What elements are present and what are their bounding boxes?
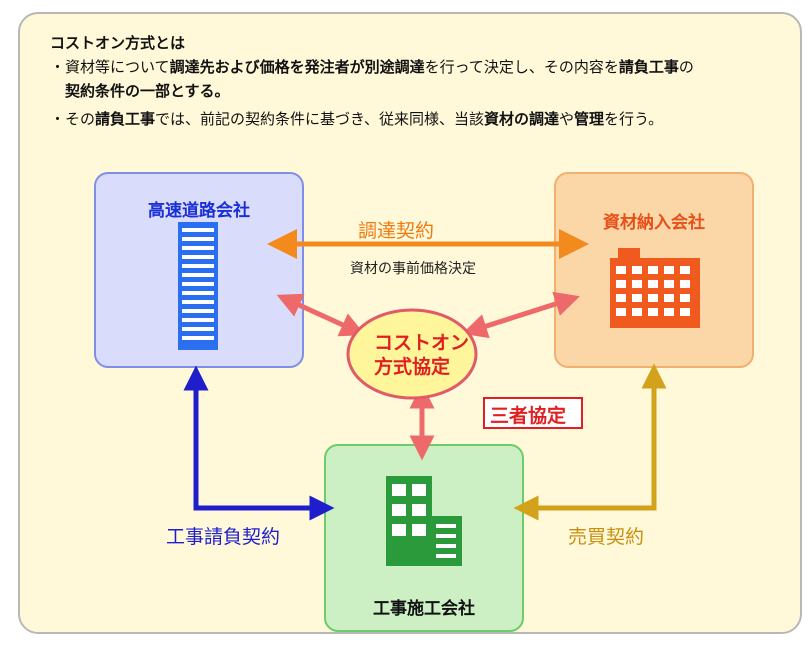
cost-on-agreement-ellipse <box>346 308 478 400</box>
sales-contract-arrow <box>513 363 667 521</box>
sales-contract-label: 売買契約 <box>568 526 645 548</box>
highway-company-label: 高速道路会社 <box>148 201 250 221</box>
construction-contract-arrow <box>183 365 335 521</box>
procurement-contract-label: 調達契約 <box>358 220 435 242</box>
construction-contract-label: 工事請負契約 <box>166 526 281 548</box>
agreement-label-line2: 方式協定 <box>374 356 451 378</box>
factory-icon <box>610 248 700 328</box>
price-decision-label: 資材の事前価格決定 <box>350 261 476 277</box>
tripartite-box <box>483 397 583 429</box>
page-title: コストオン方式とは <box>50 34 186 52</box>
bullet-1: ・資材等について調達先および価格を発注者が別途調達を行って決定し、その内容を請負… <box>50 58 694 76</box>
bullet-2: ・その請負工事では、前記の契約条件に基づき、従来同様、当該資材の調達や管理を行う… <box>50 110 664 128</box>
bullet-1-line-2: 契約条件の一部とする。 <box>50 82 230 100</box>
office-tower-icon <box>178 222 218 350</box>
building-icon <box>386 476 462 566</box>
highway-agreement-arrow <box>276 293 366 337</box>
supplier-agreement-arrow <box>462 291 580 339</box>
tripartite-label: 三者協定 <box>490 405 567 427</box>
material-supplier-box: 資材納入会社 <box>554 172 754 368</box>
agreement-label-line1: コストオン <box>374 332 470 354</box>
material-supplier-label: 資材納入会社 <box>603 213 705 233</box>
contractor-label: 工事施工会社 <box>373 599 475 619</box>
